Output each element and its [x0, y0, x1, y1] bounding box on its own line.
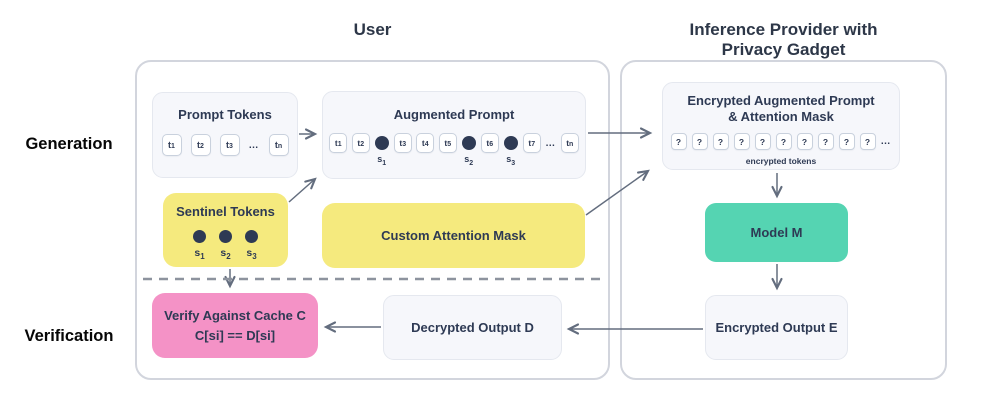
- generation-row-label: Generation: [25, 135, 113, 153]
- custom-attention-mask-box: Custom Attention Mask: [322, 203, 585, 268]
- ellipsis: …: [248, 139, 260, 151]
- custom-attention-mask-title: Custom Attention Mask: [381, 227, 526, 243]
- sentinel-dot: s3: [503, 133, 518, 167]
- token-chip: ?: [691, 133, 708, 150]
- sentinel-dot: s2: [219, 230, 232, 261]
- token-chip: ?: [817, 133, 834, 150]
- decrypted-output-box: Decrypted Output D: [383, 295, 562, 360]
- augmented-prompt-title: Augmented Prompt: [393, 107, 515, 122]
- encrypted-output-box: Encrypted Output E: [705, 295, 848, 360]
- sentinel-dot-row: s1 s2 s3: [193, 230, 258, 261]
- encrypted-prompt-box: Encrypted Augmented Prompt & Attention M…: [662, 82, 900, 170]
- encrypted-token-row: ?????????? …: [670, 133, 892, 150]
- provider-header-line2: Privacy Gadget: [721, 40, 846, 59]
- token-chip: ?: [775, 133, 792, 150]
- model-title: Model M: [750, 224, 803, 240]
- sentinel-tokens-box: Sentinel Tokens s1 s2 s3: [163, 193, 288, 267]
- ellipsis: …: [545, 137, 557, 149]
- token-chip: ?: [796, 133, 813, 150]
- encrypted-output-title: Encrypted Output E: [715, 319, 838, 335]
- provider-column-header: Inference Provider with Privacy Gadget: [620, 20, 947, 60]
- token-chip: ?: [754, 133, 771, 150]
- token-chip: ?: [859, 133, 876, 150]
- verify-cache-formula: C[si] == D[si]: [194, 328, 276, 343]
- token-chip: ?: [712, 133, 729, 150]
- decrypted-output-title: Decrypted Output D: [411, 319, 534, 335]
- verify-cache-title: Verify Against Cache C: [164, 308, 306, 323]
- model-box: Model M: [705, 203, 848, 262]
- encrypted-prompt-title-line2: & Attention Mask: [728, 109, 834, 124]
- verify-cache-box: Verify Against Cache C C[si] == D[si]: [152, 293, 318, 358]
- ellipsis: …: [880, 136, 892, 147]
- provider-header-line1: Inference Provider with: [689, 20, 878, 39]
- encrypted-prompt-title-line1: Encrypted Augmented Prompt: [687, 93, 875, 108]
- token-chip: ?: [838, 133, 855, 150]
- encrypted-tokens-caption: encrypted tokens: [745, 156, 817, 166]
- user-column-header: User: [353, 20, 392, 39]
- sentinel-dot: s2: [461, 133, 476, 167]
- sentinel-dot: s1: [374, 133, 389, 167]
- token-chip: ?: [670, 133, 687, 150]
- prompt-tokens-title: Prompt Tokens: [178, 107, 272, 122]
- sentinel-dot: s3: [245, 230, 258, 261]
- verification-row-label: Verification: [24, 327, 114, 345]
- sentinel-dot: s1: [193, 230, 206, 261]
- token-chip: ?: [733, 133, 750, 150]
- sentinel-tokens-title: Sentinel Tokens: [176, 204, 275, 219]
